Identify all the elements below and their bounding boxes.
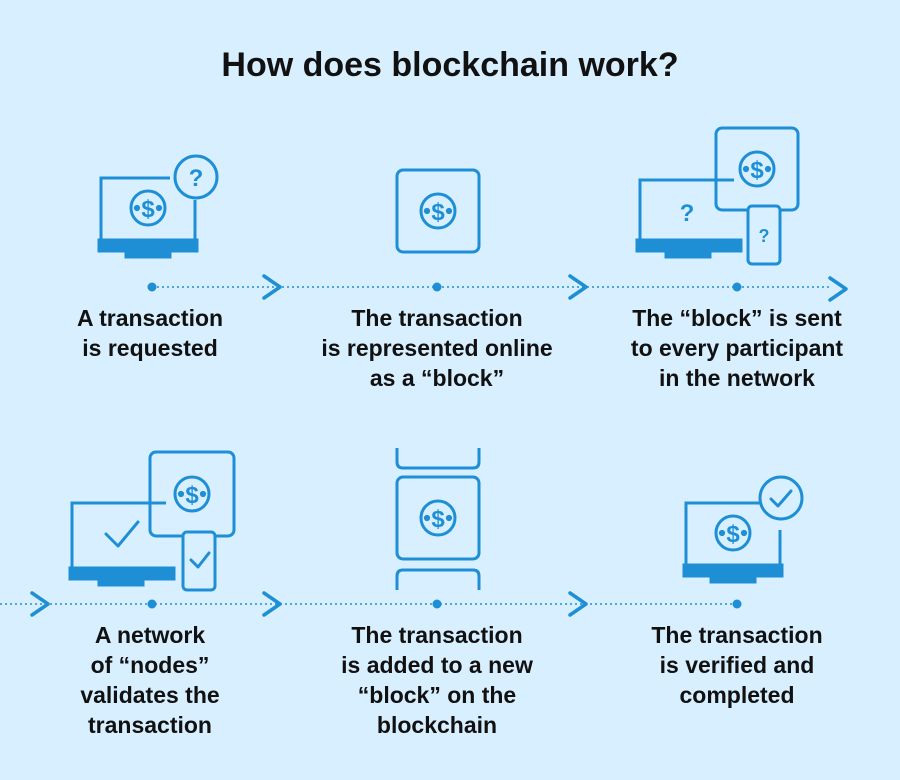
timeline-row-1 (147, 274, 848, 302)
svg-text:$: $ (185, 482, 199, 509)
svg-text:?: ? (759, 226, 770, 246)
timeline-dot (732, 282, 742, 292)
chain-block-icon: $ (395, 448, 481, 590)
arrow-right-icon (828, 276, 848, 302)
timeline-dot (147, 599, 157, 609)
svg-text:$: $ (431, 506, 445, 533)
step-3-label: The “block” is sent to every participant… (630, 305, 844, 391)
block-dollar-icon: $ (395, 168, 481, 254)
svg-text:?: ? (189, 165, 204, 192)
step-2-label: The transaction is represented online as… (321, 305, 553, 391)
timeline-dot (732, 599, 742, 609)
arrow-right-icon (568, 274, 588, 300)
arrow-right-icon (262, 591, 282, 617)
step-1-label: A transaction is requested (76, 305, 224, 361)
timeline-dot (432, 599, 442, 609)
monitor-question-icon: $ ? (97, 154, 219, 259)
page-title: How does blockchain work? (221, 46, 679, 84)
network-devices-icon: $ ? ? (635, 126, 800, 266)
monitor-verified-icon: $ (682, 475, 804, 584)
arrow-right-icon (568, 591, 588, 617)
svg-text:$: $ (141, 196, 155, 223)
svg-text:$: $ (750, 157, 764, 184)
step-5-label: The transaction is added to a new “block… (341, 622, 533, 738)
timeline-dot (432, 282, 442, 292)
step-6-label: The transaction is verified and complete… (651, 622, 823, 708)
arrow-right-icon (262, 274, 282, 300)
svg-text:$: $ (726, 521, 740, 548)
svg-text:?: ? (680, 200, 695, 227)
timeline-dot (147, 282, 157, 292)
devices-check-icon: $ (68, 450, 236, 592)
svg-text:$: $ (431, 199, 445, 226)
arrow-right-icon (30, 591, 50, 617)
step-4-label: A network of “nodes” validates the trans… (80, 622, 220, 738)
timeline-row-2 (0, 591, 742, 617)
